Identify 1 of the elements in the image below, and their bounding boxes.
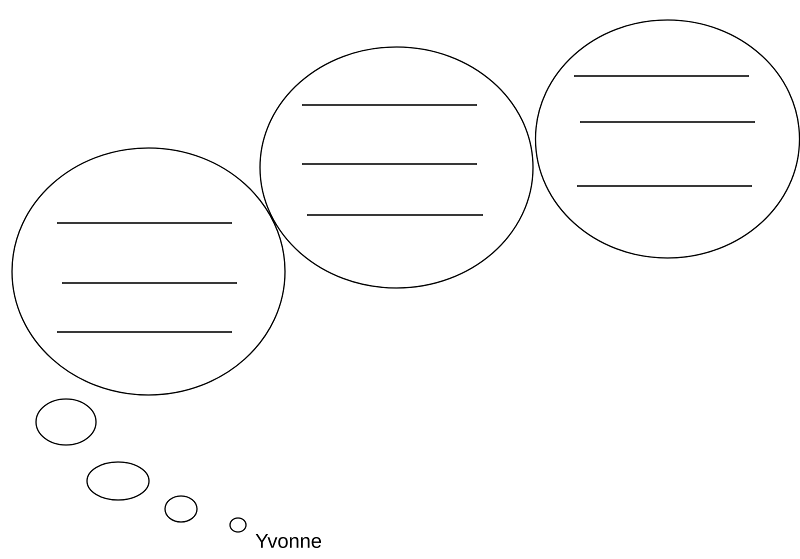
name-label: Yvonne (256, 534, 322, 548)
